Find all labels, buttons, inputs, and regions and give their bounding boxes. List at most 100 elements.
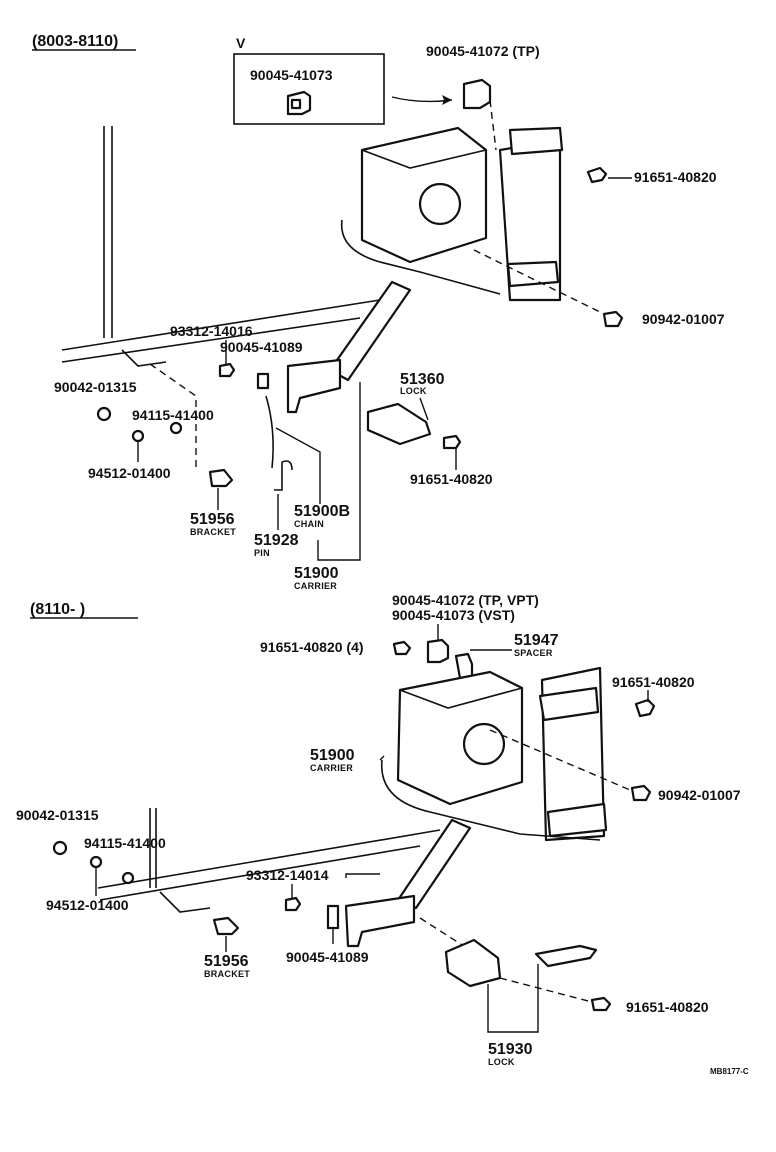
label-carrier-name-top: CARRIER bbox=[294, 581, 337, 591]
label-nut-01315-top: 90042-01315 bbox=[54, 379, 137, 395]
body-floor-lines bbox=[61, 299, 381, 363]
carrier-hinge-brackets-bottom bbox=[538, 686, 608, 838]
nut-lower-shape bbox=[602, 310, 624, 328]
label-carrier-name-bottom: CARRIER bbox=[310, 763, 353, 773]
clip-tp-shape bbox=[462, 78, 492, 110]
spacer-shape bbox=[454, 652, 474, 680]
inset-arrow-line bbox=[391, 96, 453, 103]
nut-01315-shape-top bbox=[96, 406, 112, 422]
label-chain-num: 51900B bbox=[294, 503, 350, 520]
carrier-arm-mount bbox=[286, 358, 342, 414]
label-clip-41089-bottom: 90045-41089 bbox=[286, 949, 369, 965]
label-lock-num-bottom: 51930 bbox=[488, 1041, 533, 1058]
label-pin-num: 51928 bbox=[254, 532, 299, 549]
carrier-plate-hole bbox=[418, 182, 462, 226]
carrier-arm-tube bbox=[328, 280, 412, 382]
lock-bracket-bottom bbox=[487, 964, 539, 1033]
washer-41400-shape-top bbox=[169, 421, 183, 435]
lock-51930-latch bbox=[534, 944, 598, 968]
label-spacer-num: 51947 bbox=[514, 632, 559, 649]
bolt-93312-leader-ext bbox=[345, 873, 380, 878]
label-nut-01400-bottom: 94512-01400 bbox=[46, 897, 129, 913]
label-clip-41089-top: 90045-41089 bbox=[220, 339, 303, 355]
label-washer-41400-bottom: 94115-41400 bbox=[84, 835, 166, 851]
carrier-plate-fold bbox=[361, 149, 487, 169]
inset-arrowhead bbox=[442, 95, 452, 105]
label-bolt-4: 91651-40820 (4) bbox=[260, 639, 364, 655]
body-panel-edge bbox=[103, 126, 113, 338]
label-nut-right: 90942-01007 bbox=[658, 787, 741, 803]
label-bolt-lock-bottom: 91651-40820 bbox=[626, 999, 709, 1015]
label-bolt-93312-top: 93312-14016 bbox=[170, 323, 253, 339]
label-carrier-num-bottom: 51900 bbox=[310, 747, 355, 764]
lock-51930-body bbox=[444, 938, 502, 988]
carrier-plate-fold-bottom bbox=[399, 687, 523, 709]
bolt-lock-shape-bottom bbox=[590, 996, 612, 1012]
carrier-tube-curve-bottom bbox=[380, 759, 601, 841]
label-bolt-right: 91651-40820 bbox=[612, 674, 695, 690]
view-letter: V bbox=[236, 35, 246, 51]
carrier-tube-curve bbox=[340, 219, 501, 295]
nut-01400-shape-bottom bbox=[89, 855, 103, 869]
label-washer-41400-top: 94115-41400 bbox=[132, 407, 214, 423]
body-floor-notch-bottom bbox=[159, 891, 211, 913]
carrier-leader-bottom bbox=[379, 755, 385, 761]
washer-41400-shape-bottom bbox=[121, 871, 135, 885]
bracket-51956-shape-top bbox=[208, 468, 234, 488]
label-nut-01315-bottom: 90042-01315 bbox=[16, 807, 99, 823]
clip-41089-shape-bottom bbox=[326, 904, 340, 930]
carrier-plate-bottom bbox=[396, 670, 524, 806]
label-clip-line1: 90045-41072 (TP, VPT) bbox=[392, 592, 539, 608]
carrier-bracket-lines bbox=[317, 382, 361, 561]
label-bolt-93312-bottom: 93312-14014 bbox=[246, 867, 329, 883]
label-lock-name-bottom: LOCK bbox=[488, 1057, 515, 1067]
inset-part-number: 90045-41073 bbox=[250, 67, 333, 83]
bolt-93312-shape-top bbox=[218, 362, 236, 378]
carrier-hinge-brackets bbox=[506, 126, 564, 288]
bolt-93312-shape-bottom bbox=[284, 896, 302, 912]
footer-code: MB8177-C bbox=[710, 1067, 749, 1076]
nut-lower-dash bbox=[473, 249, 605, 315]
bolt-lock-dash-bottom bbox=[499, 977, 593, 1003]
date-range-bottom: (8110- ) bbox=[30, 601, 85, 618]
chain-leader bbox=[275, 427, 321, 504]
carrier-arm-tube-bottom bbox=[396, 818, 472, 910]
body-floor-notch bbox=[121, 349, 167, 367]
nut-01315-shape-bottom bbox=[52, 840, 68, 856]
body-panel-edge-bottom bbox=[149, 808, 157, 888]
clip-41089-shape-top bbox=[256, 372, 270, 390]
clip-bottom-shape bbox=[426, 638, 450, 664]
pin-shape bbox=[274, 460, 293, 491]
bolt-4-shape bbox=[392, 640, 412, 656]
bolt-upper-shape bbox=[586, 166, 608, 184]
inset-clip-shape bbox=[286, 90, 312, 116]
bolt-lock-shape-top bbox=[442, 434, 462, 450]
section-bottom: (8110- ) 90045-41072 (TP, VPT) 90045-410… bbox=[16, 592, 749, 1076]
label-bracket-num-top: 51956 bbox=[190, 511, 235, 528]
label-bracket-name-top: BRACKET bbox=[190, 527, 236, 537]
label-bolt-lock-top: 91651-40820 bbox=[410, 471, 493, 487]
carrier-plate-hole-bottom bbox=[462, 722, 506, 766]
label-nut-01400-top: 94512-01400 bbox=[88, 465, 171, 481]
label-spacer-name: SPACER bbox=[514, 648, 553, 658]
label-lock-name-top: LOCK bbox=[400, 386, 427, 396]
bracket-51956-shape-bottom bbox=[212, 916, 240, 936]
carrier-arm-mount-bottom bbox=[344, 894, 416, 948]
label-carrier-num-top: 51900 bbox=[294, 565, 339, 582]
label-nut-lower: 90942-01007 bbox=[642, 311, 725, 327]
bracket-dash-top bbox=[149, 363, 197, 468]
label-chain-name: CHAIN bbox=[294, 519, 324, 529]
clip-tp-dash bbox=[489, 99, 497, 151]
bolt-right-shape bbox=[634, 698, 656, 718]
inset-box bbox=[233, 53, 385, 125]
nut-01400-shape-top bbox=[131, 429, 145, 443]
date-range-top: (8003-8110) bbox=[32, 33, 118, 50]
label-clip-tp: 90045-41072 (TP) bbox=[426, 43, 540, 59]
label-pin-name: PIN bbox=[254, 548, 270, 558]
label-clip-line2: 90045-41073 (VST) bbox=[392, 607, 515, 623]
lock-leader-top bbox=[419, 397, 429, 421]
nut-right-dash bbox=[489, 729, 631, 791]
label-bracket-num-bottom: 51956 bbox=[204, 953, 249, 970]
label-bracket-name-bottom: BRACKET bbox=[204, 969, 250, 979]
